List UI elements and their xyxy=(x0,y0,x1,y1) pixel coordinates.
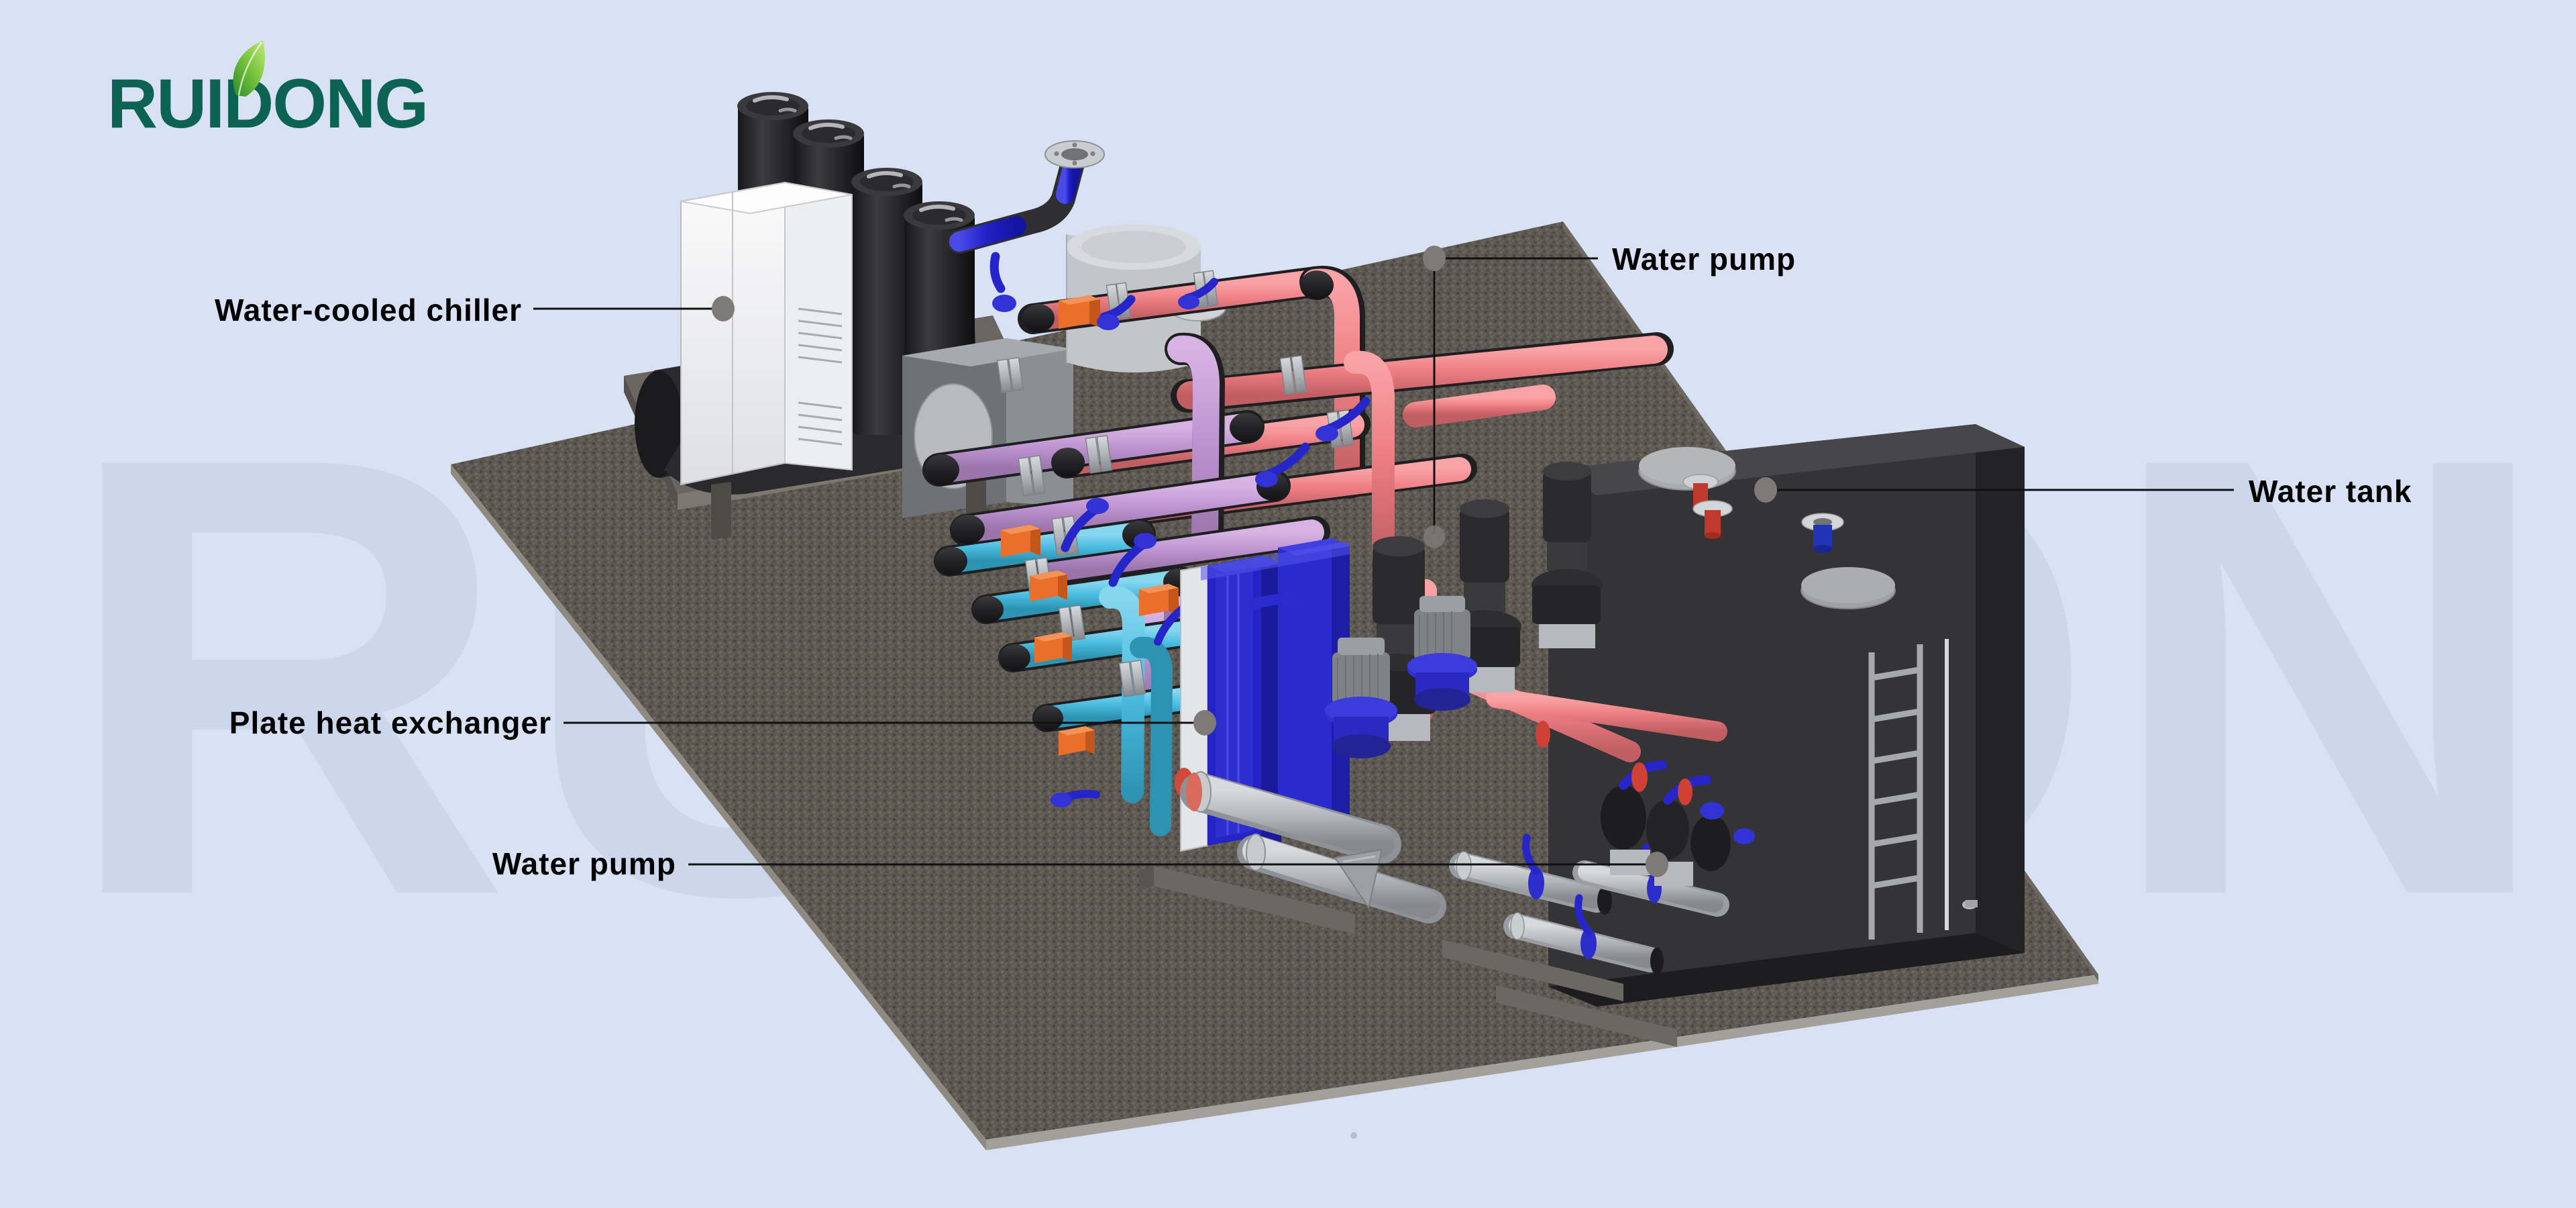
water-pump xyxy=(1325,638,1397,758)
water-pump-group xyxy=(1140,462,1755,1047)
lower-pipe-rack-2 xyxy=(1496,894,1677,1047)
pipe-end-cap-group xyxy=(1536,721,1693,805)
refrigerant-pipe xyxy=(947,140,1105,254)
valve-actuator-group xyxy=(1001,295,1179,756)
callout-label-water-cooled-chiller: Water-cooled chiller xyxy=(215,293,522,328)
chiller-control-panel xyxy=(680,181,853,486)
callout-label-water-tank: Water tank xyxy=(2249,474,2412,509)
water-pump xyxy=(1407,596,1477,711)
tank-ladder xyxy=(1868,644,1923,940)
callout-water-tank[interactable]: Water tank xyxy=(1754,474,2412,509)
tank-nozzle-blue xyxy=(1801,513,1844,553)
callout-water-pump-top[interactable]: Water pump xyxy=(1423,242,1796,548)
callout-label-water-pump-bottom: Water pump xyxy=(492,846,676,881)
lower-pipe-rack-1 xyxy=(1442,834,1623,1001)
callout-layer: Water-cooled chiller Water pump Water ta… xyxy=(215,242,2412,881)
leaf-icon xyxy=(233,40,265,97)
callout-water-cooled-chiller[interactable]: Water-cooled chiller xyxy=(215,293,735,328)
leader-corner-dot xyxy=(1423,246,1446,271)
callout-water-pump-bottom[interactable]: Water pump xyxy=(492,846,1668,881)
pump-suction-header xyxy=(1180,771,1401,864)
chiller-end-box xyxy=(902,338,1073,518)
leader-endpoint-dot xyxy=(1193,710,1216,736)
callout-plate-heat-exchanger[interactable]: Plate heat exchanger xyxy=(229,705,1216,740)
pipe-network xyxy=(922,224,1727,836)
brand-logo[interactable]: RUIDONG xyxy=(107,40,429,143)
water-pump xyxy=(1532,462,1603,648)
leader-endpoint-dot xyxy=(712,296,735,321)
pump-discharge-header xyxy=(1237,834,1446,923)
leader-endpoint-dot xyxy=(1424,525,1445,548)
floor-marker-dot xyxy=(1350,1132,1357,1139)
callout-label-water-pump-top: Water pump xyxy=(1612,242,1796,276)
logo-wordmark: RUIDONG xyxy=(107,65,427,143)
tank-nozzle-red-2 xyxy=(1693,500,1733,539)
leader-endpoint-dot xyxy=(1646,852,1668,877)
callout-label-plate-heat-exchanger: Plate heat exchanger xyxy=(229,705,551,740)
leader-endpoint-dot xyxy=(1754,477,1777,503)
water-cooled-chiller xyxy=(624,92,1105,540)
condenser-drum xyxy=(1066,224,1226,372)
